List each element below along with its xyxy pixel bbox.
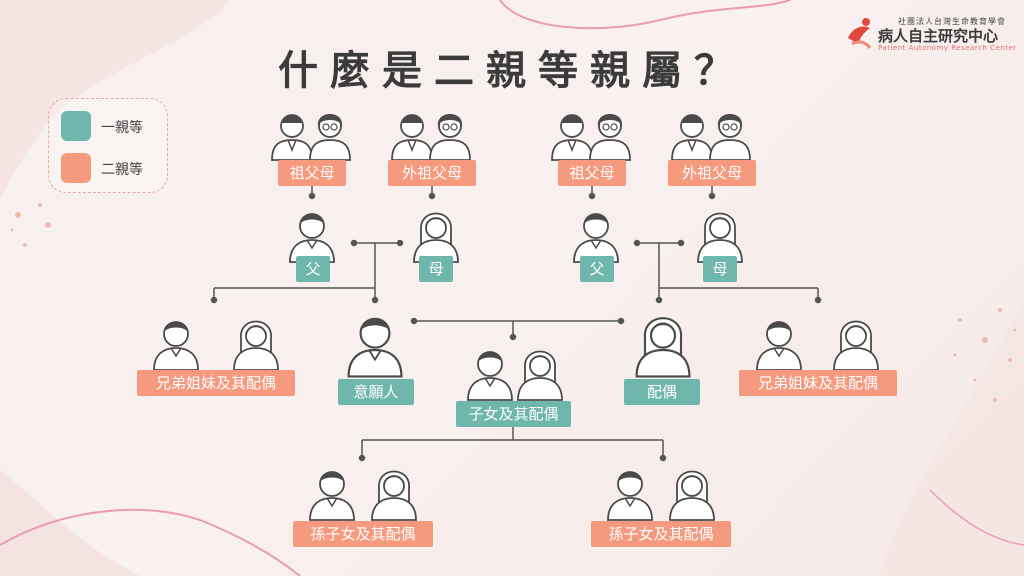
granddaughter-icon xyxy=(371,470,417,521)
maternal-grandfather-icon xyxy=(671,113,713,161)
maternal-grandfather-icon xyxy=(391,113,433,161)
label-spouse: 配偶 xyxy=(624,379,700,405)
grandfather-icon xyxy=(551,113,593,161)
logo-subtitle: 社團法人台灣生命教育學會 xyxy=(898,17,1006,26)
legend: 一親等 二親等 xyxy=(48,98,168,193)
legend-label-second-degree: 二親等 xyxy=(101,162,143,178)
logo-english-name: Patient Autonomy Research Center xyxy=(878,44,1017,52)
spouse-icon xyxy=(635,317,691,378)
legend-swatch-second-degree xyxy=(61,153,91,183)
father-icon xyxy=(573,212,619,263)
label-maternal-grandparents: 外祖父母 xyxy=(668,160,756,186)
label-grandchildren: 孫子女及其配偶 xyxy=(591,521,731,547)
tree-connectors xyxy=(210,186,822,462)
label-siblings: 兄弟姐妹及其配偶 xyxy=(739,370,897,396)
grandson-icon xyxy=(309,470,355,521)
brother-icon xyxy=(756,320,802,371)
label-mother: 母 xyxy=(419,256,453,282)
page-title: 什麼是二親等親屬？ xyxy=(278,48,746,94)
mother-icon xyxy=(697,212,743,263)
label-father: 父 xyxy=(580,256,614,282)
logo-mark-icon xyxy=(848,18,872,49)
legend-label-first-degree: 一親等 xyxy=(101,120,143,136)
label-grandparents: 祖父母 xyxy=(278,160,346,186)
label-maternal-grandparents: 外祖父母 xyxy=(388,160,476,186)
label-grandchildren: 孫子女及其配偶 xyxy=(293,521,433,547)
son-icon xyxy=(467,350,513,401)
label-mother: 母 xyxy=(703,256,737,282)
mother-icon xyxy=(413,212,459,263)
label-principal: 意願人 xyxy=(338,379,414,405)
grandmother-icon xyxy=(309,113,351,161)
sister-icon xyxy=(833,320,879,371)
maternal-grandmother-icon xyxy=(709,113,751,161)
grandfather-icon xyxy=(271,113,313,161)
logo-name: 病人自主研究中心 xyxy=(878,27,999,45)
maternal-grandmother-icon xyxy=(429,113,471,161)
label-father: 父 xyxy=(296,256,330,282)
label-grandparents: 祖父母 xyxy=(558,160,626,186)
grandmother-icon xyxy=(589,113,631,161)
brother-icon xyxy=(153,320,199,371)
label-children: 子女及其配偶 xyxy=(456,401,571,427)
father-icon xyxy=(289,212,335,263)
label-siblings: 兄弟姐妹及其配偶 xyxy=(137,370,295,396)
granddaughter-icon xyxy=(669,470,715,521)
daughter-icon xyxy=(517,350,563,401)
sister-icon xyxy=(233,320,279,371)
grandson-icon xyxy=(607,470,653,521)
principal-icon xyxy=(347,317,403,378)
legend-swatch-first-degree xyxy=(61,111,91,141)
